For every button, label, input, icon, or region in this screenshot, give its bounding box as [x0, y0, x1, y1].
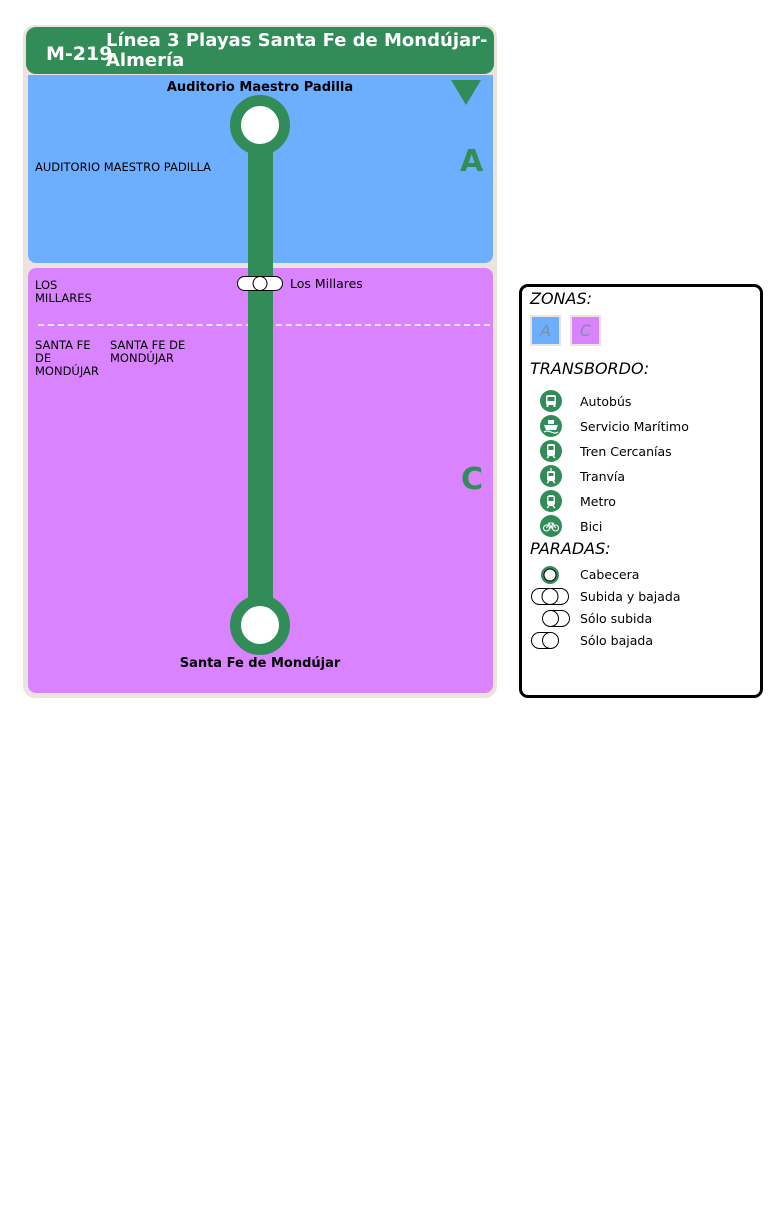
legend-zonas-heading: ZONAS:	[530, 289, 593, 308]
legend-label-cabecera: Cabecera	[580, 567, 640, 582]
line-header	[26, 27, 494, 74]
terminal-stop-end[interactable]	[230, 595, 290, 655]
line-code: M-219	[46, 43, 113, 65]
legend-transbordo-heading: TRANSBORDO:	[530, 359, 650, 378]
bus-icon	[540, 390, 562, 412]
legend-panel	[519, 284, 763, 698]
legend-label-tranvia: Tranvía	[580, 469, 626, 484]
metro-icon	[540, 490, 562, 512]
bike-icon	[540, 515, 562, 537]
area-label-santa-fe-de-mondujar: SANTA FE DE MONDÚJAR	[110, 338, 186, 365]
area-label-auditorio: AUDITORIO MAESTRO PADILLA	[35, 160, 212, 174]
legend-label-tren-cercanias: Tren Cercanías	[580, 444, 672, 459]
route-line	[248, 125, 273, 625]
alighting-only-stop-icon	[531, 632, 559, 649]
legend-label-bici: Bici	[580, 519, 603, 534]
legend-paradas-heading: PARADAS:	[530, 539, 611, 558]
terminal-stop-icon	[541, 566, 559, 584]
zone-letter-c: C	[461, 462, 484, 497]
both-ways-stop-icon[interactable]	[237, 276, 283, 291]
legend-label-autobus: Autobús	[580, 394, 632, 409]
legend-label-solo-subida: Sólo subida	[580, 611, 653, 626]
tram-icon	[540, 465, 562, 487]
both-ways-stop-icon	[531, 588, 569, 605]
legend-label-metro: Metro	[580, 494, 616, 509]
legend-label-subida-bajada: Subida y bajada	[580, 589, 681, 604]
area-label-santa-fe: SANTA FE DE MONDÚJAR	[35, 338, 99, 378]
boarding-only-stop-icon	[542, 610, 570, 627]
zone-swatch-a: A	[530, 315, 561, 346]
stop-label-start: Auditorio Maestro Padilla	[166, 80, 354, 95]
stop-label-mid: Los Millares	[290, 276, 363, 291]
ship-icon	[540, 415, 562, 437]
zone-swatch-c: C	[570, 315, 601, 346]
legend-label-servicio-maritimo: Servicio Marítimo	[580, 419, 689, 434]
terminal-stop-start[interactable]	[230, 95, 290, 155]
line-title: Línea 3 Playas Santa Fe de Mondújar-Alme…	[106, 30, 488, 71]
direction-arrow-icon	[451, 80, 481, 105]
zone-letter-a: A	[460, 144, 484, 179]
stop-label-end: Santa Fe de Mondújar	[179, 656, 341, 671]
train-icon	[540, 440, 562, 462]
legend-label-solo-bajada: Sólo bajada	[580, 633, 653, 648]
area-label-los-millares: LOS MILLARES	[35, 278, 92, 305]
